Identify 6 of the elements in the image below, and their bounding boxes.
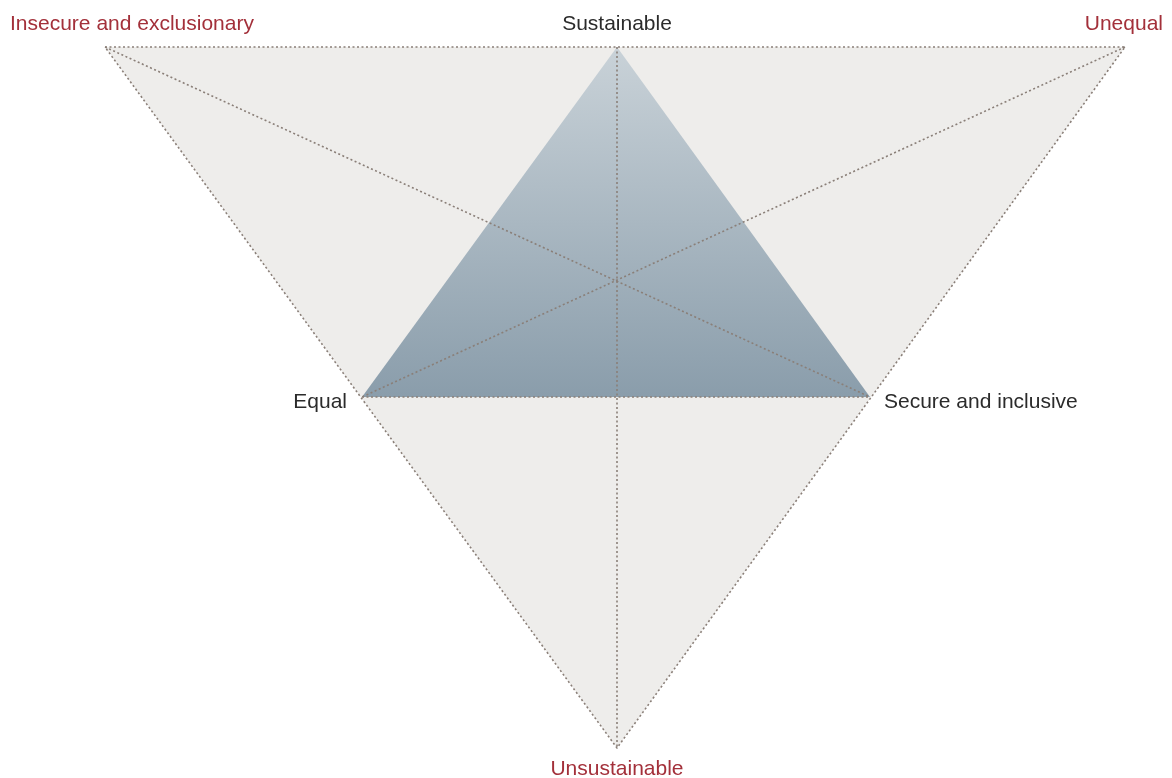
corner-label: Secure and inclusive [884, 389, 1078, 413]
corner-label: Equal [293, 389, 347, 413]
corner-label: Sustainable [562, 11, 672, 35]
corner-label: Unsustainable [550, 756, 684, 778]
corner-label: Unequal [1084, 11, 1163, 35]
corner-label: Insecure and exclusionary [10, 11, 254, 35]
